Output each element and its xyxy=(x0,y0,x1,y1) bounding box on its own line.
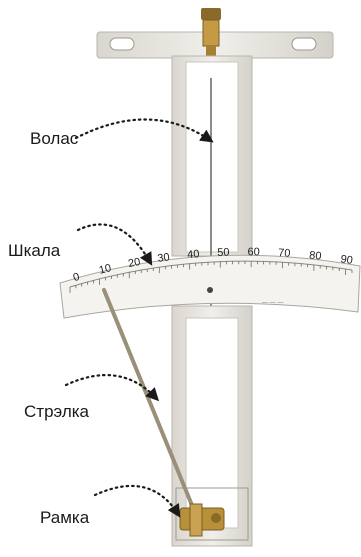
label-frame: Рамка xyxy=(40,508,89,528)
mount-hole-left xyxy=(110,38,134,50)
label-pointer: Стрэлка xyxy=(24,402,89,422)
label-scale: Шкала xyxy=(8,241,60,261)
scale-number: 60 xyxy=(248,246,260,258)
scale-number: 40 xyxy=(187,248,200,261)
scale-number: 20 xyxy=(127,256,141,270)
scale-number: 90 xyxy=(340,253,354,267)
mount-hole-right xyxy=(292,38,316,50)
scale-number: 80 xyxy=(309,249,322,262)
scale-number: 70 xyxy=(278,247,291,260)
pivot-point xyxy=(207,287,213,293)
callout-frame xyxy=(95,486,178,514)
scale-fineprint: — — — xyxy=(262,300,283,306)
scale-number: 30 xyxy=(157,251,171,265)
label-hair: Волас xyxy=(30,129,78,149)
scale-number: 50 xyxy=(217,246,230,258)
frame-upper xyxy=(172,56,252,256)
